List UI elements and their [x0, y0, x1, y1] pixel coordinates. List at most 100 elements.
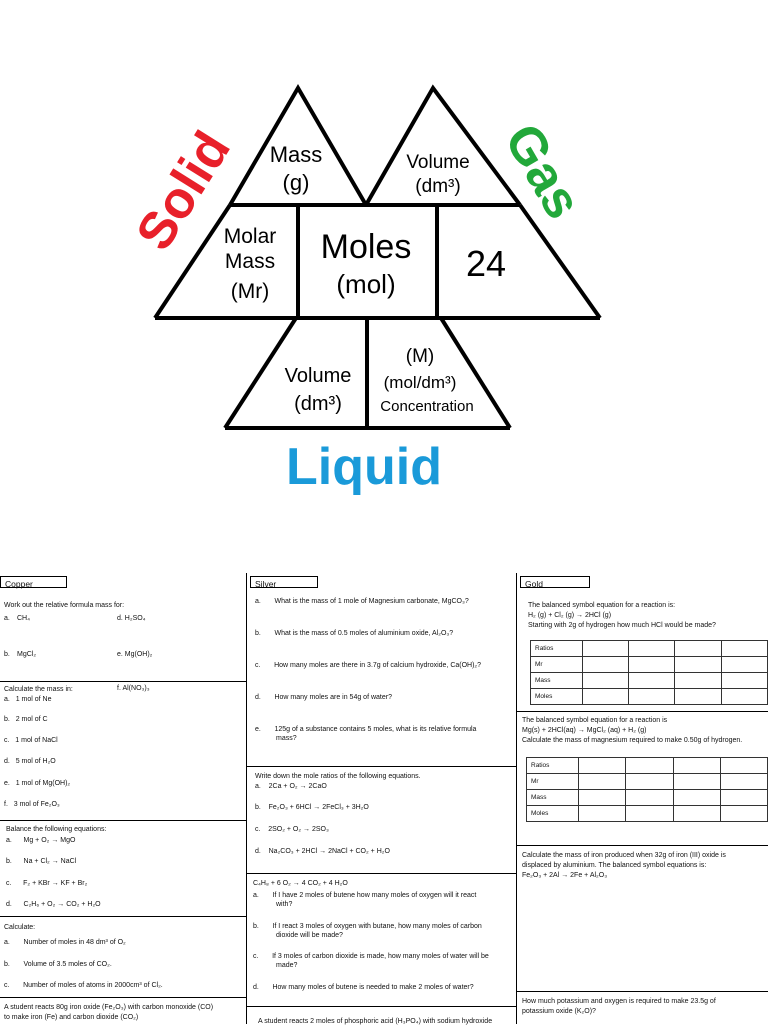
table-cell[interactable]: [578, 789, 627, 806]
copper-header: Copper: [0, 576, 67, 589]
silver-q-c: c. How many moles are there in 3.7g of c…: [255, 662, 482, 669]
table-cell: Ratios: [525, 757, 580, 774]
butene-c-line2: made?: [276, 962, 298, 969]
ratio-intro: Write down the mole ratios of the follow…: [255, 773, 421, 780]
table-row: Mass: [525, 789, 768, 806]
rfm-e: e. Mg(OH)₂: [117, 651, 153, 658]
table-cell[interactable]: [625, 757, 674, 774]
gold-p1-line3: Starting with 2g of hydrogen how much HC…: [528, 622, 716, 629]
copper-divider-1: [0, 681, 246, 682]
liquid-label: Liquid: [286, 438, 442, 496]
mass-item-a: a. 1 mol of Ne: [4, 696, 52, 703]
gas-label: Gas: [493, 114, 592, 228]
balance-intro: Balance the following equations:: [6, 826, 107, 833]
table-cell[interactable]: [719, 757, 768, 774]
ratio-b: b. Fe₂O₃ + 6HCl → 2FeCl₃ + 3H₂O: [255, 804, 369, 811]
calc-intro: Calculate:: [4, 924, 36, 931]
table-cell[interactable]: [719, 789, 768, 806]
volume-liquid-unit: (dm³): [294, 393, 342, 415]
gold-p2-line2: Mg(s) + 2HCl(aq) → MgCl₂ (aq) + H₂ (g): [522, 727, 647, 734]
table-cell[interactable]: [578, 805, 627, 822]
butene-d: d. How many moles of butene is needed to…: [253, 984, 474, 991]
table-cell[interactable]: [625, 805, 674, 822]
gold-p2-line1: The balanced symbol equation for a react…: [522, 717, 668, 724]
table-cell[interactable]: [627, 656, 676, 673]
table-cell[interactable]: [719, 773, 768, 790]
student-text-1: A student reacts 80g iron oxide (Fe₂O₃) …: [4, 1004, 214, 1011]
calc-c: c. Number of moles of atoms in 2000cm³ o…: [4, 982, 163, 989]
table-cell[interactable]: [674, 672, 722, 689]
copper-divider-4: [0, 997, 246, 998]
butene-b: b. If I react 3 moles of oxygen with but…: [253, 923, 482, 930]
table-cell[interactable]: [674, 640, 722, 657]
table-cell[interactable]: [672, 757, 721, 774]
balance-c: c. F₂ + KBr → KF + Br₂: [6, 880, 88, 887]
table-row: Mr: [525, 773, 768, 790]
volume-gas-unit: (dm³): [415, 176, 460, 197]
table-cell[interactable]: [674, 656, 722, 673]
table-cell[interactable]: [672, 805, 721, 822]
ratio-d: d. Na₂CO₃ + 2HCl → 2NaCl + CO₂ + H₂O: [255, 848, 390, 855]
table-cell[interactable]: [581, 688, 629, 705]
table-cell[interactable]: [720, 640, 768, 657]
table-cell[interactable]: [625, 773, 674, 790]
gold-p2-line3: Calculate the mass of magnesium required…: [522, 737, 743, 744]
gold-p4-line1: How much potassium and oxygen is require…: [522, 998, 716, 1005]
butene-b-line2: dioxide will be made?: [276, 932, 343, 939]
table-cell[interactable]: [581, 672, 629, 689]
rfm-b: MgCl₂: [17, 651, 37, 658]
gold-ratio-table-1: Ratios Mr Mass Moles: [530, 640, 768, 705]
silver-q-a: a. What is the mass of 1 mole of Magnesi…: [255, 598, 469, 605]
table-cell[interactable]: [581, 656, 629, 673]
rfm-b-letter: b.: [4, 651, 10, 658]
table-cell[interactable]: [578, 773, 627, 790]
mass-text: Mass: [270, 142, 323, 167]
rfm-intro: Work out the relative formula mass for:: [4, 602, 125, 609]
moles-text: Moles: [321, 228, 412, 266]
table-cell[interactable]: [720, 688, 768, 705]
table-row: Moles: [530, 688, 768, 705]
column-divider-1: [246, 573, 247, 1024]
table-cell[interactable]: [627, 672, 676, 689]
table-cell[interactable]: [720, 656, 768, 673]
mass-item-d: d. 5 mol of H₂O: [4, 758, 56, 765]
table-row: Ratios: [530, 640, 768, 657]
gold-p3-line2: displaced by aluminium. The balanced sym…: [522, 862, 707, 869]
rfm-a: CH₄: [17, 615, 30, 622]
gold-p4-line2: potassium oxide (K₂O)?: [522, 1008, 596, 1015]
table-cell: Moles: [530, 688, 583, 705]
gold-divider-3: [516, 991, 768, 992]
ratio-a: a. 2Ca + O₂ → 2CaO: [255, 783, 327, 790]
copper-divider-3: [0, 916, 246, 917]
table-cell[interactable]: [674, 688, 722, 705]
table-cell[interactable]: [581, 640, 629, 657]
molar-text-3: (Mr): [231, 280, 269, 303]
molar-text-1: Molar: [224, 225, 277, 248]
moles-unit: (mol): [336, 269, 395, 299]
silver-last-line: A student reacts 2 moles of phosphoric a…: [258, 1018, 493, 1025]
volume-gas-triangle-outline: [364, 84, 522, 207]
silver-q-d: d. How many moles are in 54g of water?: [255, 694, 392, 701]
table-cell: Ratios: [530, 640, 583, 657]
liquid-triangle-outline: [223, 316, 298, 430]
table-cell: Moles: [525, 805, 580, 822]
silver-q-e: e. 125g of a substance contains 5 moles,…: [255, 726, 477, 733]
table-cell[interactable]: [672, 773, 721, 790]
table-cell[interactable]: [578, 757, 627, 774]
table-cell[interactable]: [720, 672, 768, 689]
table-cell[interactable]: [627, 640, 676, 657]
table-cell[interactable]: [627, 688, 676, 705]
gold-p1-line1: The balanced symbol equation for a react…: [528, 602, 676, 609]
table-cell[interactable]: [719, 805, 768, 822]
concentration-m: (M): [406, 346, 434, 367]
table-cell[interactable]: [625, 789, 674, 806]
balance-a: a. Mg + O₂ → MgO: [6, 837, 76, 844]
ratio-c: c. 2SO₂ + O₂ → 2SO₃: [255, 826, 329, 833]
calc-a: a. Number of moles in 48 dm³ of O₂: [4, 939, 126, 946]
concentration-label: Concentration: [380, 398, 473, 415]
mass-item-e: e. 1 mol of Mg(OH)₂: [4, 780, 71, 787]
table-row: Mass: [530, 672, 768, 689]
table-cell[interactable]: [672, 789, 721, 806]
silver-q-b: b. What is the mass of 0.5 moles of alum…: [255, 630, 454, 637]
mass-item-b: b. 2 mol of C: [4, 716, 48, 723]
